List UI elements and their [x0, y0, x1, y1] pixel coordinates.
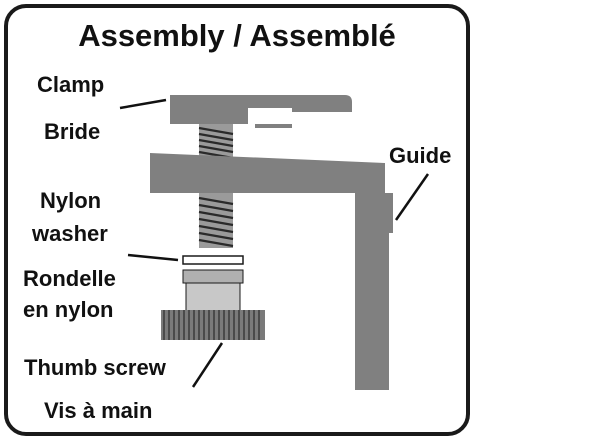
threaded-rod-upper [198, 124, 234, 160]
thumb-screw-knurled-head [161, 310, 265, 340]
label-bride: Bride [44, 119, 101, 144]
label-thumb-screw: Thumb screw [24, 355, 166, 380]
guide-arm [150, 153, 385, 193]
guide-leader-line [394, 173, 430, 221]
washer-leader-line [127, 253, 179, 262]
label-en-nylon: en nylon [23, 297, 114, 322]
thumb-screw-shank [185, 282, 241, 312]
diagram-title: Assembly / Assemblé [78, 18, 396, 53]
thumb-screw-leader-line [191, 342, 224, 388]
thumb-screw-collar [182, 269, 244, 284]
guide-lip [383, 193, 393, 233]
clamp-slot [248, 108, 292, 124]
label-rondelle: Rondelle [23, 266, 116, 291]
label-vis-a-main: Vis à main [44, 398, 153, 423]
nylon-washer-part [182, 255, 244, 265]
label-washer: washer [32, 221, 108, 246]
label-nylon: Nylon [40, 188, 102, 213]
label-clamp: Clamp [37, 72, 105, 97]
threaded-rod-lower [198, 193, 234, 248]
clamp-leader-line [119, 98, 167, 110]
label-guide: Guide [389, 143, 452, 168]
